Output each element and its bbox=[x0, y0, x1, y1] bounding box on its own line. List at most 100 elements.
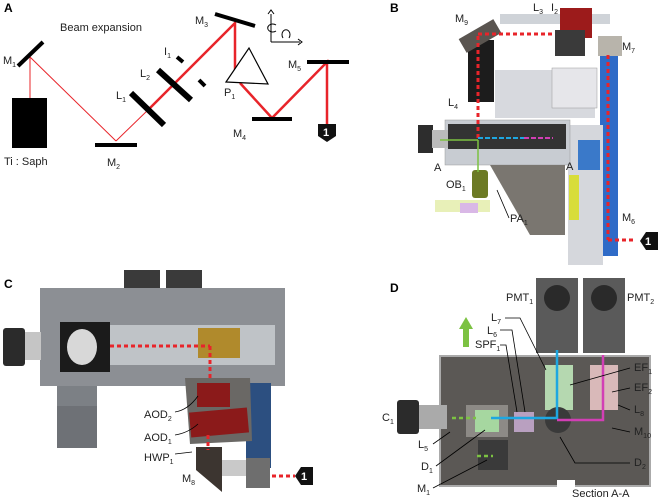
mirror-m9 bbox=[458, 19, 502, 53]
pmt1-window bbox=[544, 285, 570, 311]
leader-lines bbox=[174, 395, 199, 455]
label-l8: L8 bbox=[634, 404, 644, 418]
mount-block bbox=[551, 67, 598, 109]
ti-saph-laser bbox=[12, 98, 47, 148]
iris-i1 bbox=[175, 55, 185, 64]
beam-thin bbox=[115, 107, 151, 142]
panel-letter-c: C bbox=[4, 277, 13, 291]
panel-b: B 1 M9 L3 I2 M7 L4 OB1 bbox=[390, 1, 658, 265]
label-l2: L2 bbox=[140, 68, 150, 82]
camera-lens bbox=[25, 332, 41, 360]
label-ob1: OB1 bbox=[446, 179, 466, 193]
label-i1: I1 bbox=[164, 46, 171, 60]
camera bbox=[418, 125, 433, 153]
rotation-axes-icon bbox=[267, 9, 303, 46]
connector-badge-1: 1 bbox=[318, 124, 336, 142]
lens-l4-tube bbox=[468, 40, 494, 102]
panel-letter-b: B bbox=[390, 1, 399, 15]
badge-text: 1 bbox=[301, 471, 307, 483]
label-m7: M7 bbox=[622, 41, 635, 55]
beam-thick bbox=[239, 58, 329, 126]
bracket bbox=[490, 165, 565, 235]
badge-text: 1 bbox=[323, 127, 329, 139]
beam-expansion-title: Beam expansion bbox=[60, 22, 142, 34]
lens-l7-tube bbox=[545, 365, 573, 410]
section-marker-left: A bbox=[434, 162, 442, 174]
label-p1: P1 bbox=[224, 87, 235, 101]
label-l7: L7 bbox=[491, 312, 501, 326]
label-m2: M2 bbox=[107, 157, 120, 171]
beam-thin bbox=[29, 56, 117, 142]
label-m8: M8 bbox=[182, 473, 195, 487]
label-ef2: EF2 bbox=[634, 382, 652, 396]
section-notch bbox=[557, 480, 575, 492]
lower-block bbox=[57, 386, 97, 406]
scan-head-interior bbox=[448, 124, 566, 149]
badge-text: 1 bbox=[645, 236, 651, 248]
rail-assembly bbox=[110, 325, 275, 365]
aod1 bbox=[189, 407, 250, 438]
pmt2-window bbox=[591, 285, 617, 311]
filter-spf1 bbox=[514, 412, 534, 432]
prism-p1 bbox=[224, 46, 270, 85]
label-hwp1: HWP1 bbox=[144, 452, 174, 466]
aod2 bbox=[197, 383, 230, 407]
label-l3: L3 bbox=[533, 2, 543, 16]
label-m4: M4 bbox=[233, 128, 246, 142]
section-marker-right: A bbox=[566, 161, 574, 173]
objective-ob1 bbox=[472, 170, 488, 198]
camera-lens bbox=[432, 130, 448, 148]
blue-plate bbox=[578, 140, 600, 170]
beam-thick bbox=[149, 19, 237, 109]
beam-blue bbox=[491, 350, 559, 420]
label-d1: D1 bbox=[421, 461, 433, 475]
gold-mount bbox=[198, 328, 240, 358]
label-aod1: AOD1 bbox=[144, 432, 172, 446]
mirror-surface bbox=[67, 329, 97, 365]
lower-block bbox=[57, 405, 97, 448]
camera-c1 bbox=[397, 400, 419, 434]
label-ti-saph: Ti : Saph bbox=[4, 156, 48, 168]
lens-l5 bbox=[419, 405, 447, 429]
yellow-plate bbox=[569, 175, 579, 220]
panel-d: D PMT1 PMT2 L7 L6 SPF1 EF1 EF bbox=[382, 278, 654, 499]
iris-i1 bbox=[197, 78, 207, 88]
mirror-m8-mount bbox=[196, 447, 222, 492]
label-pa1: PA1 bbox=[510, 213, 528, 227]
lens-l2 bbox=[155, 67, 194, 103]
panel-letter-a: A bbox=[4, 1, 13, 15]
label-l6: L6 bbox=[487, 325, 497, 339]
panel-c: C 1 AOD2 AOD1 HWP1 M8 bbox=[3, 270, 313, 492]
input-mount bbox=[246, 458, 270, 488]
label-m9: M9 bbox=[455, 13, 468, 27]
label-m3: M3 bbox=[195, 15, 208, 29]
lens-l1 bbox=[128, 90, 167, 128]
label-l1: L1 bbox=[116, 90, 126, 104]
camera bbox=[3, 328, 25, 366]
label-i2: I2 bbox=[551, 2, 558, 16]
label-m1: M1 bbox=[417, 483, 430, 497]
label-m5: M5 bbox=[288, 59, 301, 73]
label-l4: L4 bbox=[448, 97, 458, 111]
rail bbox=[500, 14, 610, 24]
hwp-tube bbox=[222, 460, 247, 476]
mirror-m7-mount bbox=[555, 30, 585, 56]
mirror-m1 bbox=[16, 40, 45, 68]
label-pmt1: PMT1 bbox=[506, 292, 533, 306]
mirror-m3 bbox=[214, 12, 256, 28]
label-section: Section A-A bbox=[572, 488, 630, 499]
label-pmt2: PMT2 bbox=[627, 292, 654, 306]
beam-magenta bbox=[557, 355, 605, 422]
label-c1: C1 bbox=[382, 412, 394, 426]
dichroic-d1 bbox=[475, 410, 499, 432]
leader-line bbox=[496, 189, 510, 219]
label-ef1: EF1 bbox=[634, 362, 652, 376]
panel-a: A Beam expansion 1 Ti : Saph M1 bbox=[3, 1, 349, 171]
output-arrow-shaft bbox=[463, 327, 469, 347]
sample bbox=[460, 203, 478, 213]
mirror-m7 bbox=[598, 36, 622, 56]
label-l5: L5 bbox=[418, 439, 428, 453]
label-d2: D2 bbox=[634, 457, 646, 471]
output-arrow-head bbox=[459, 317, 473, 329]
